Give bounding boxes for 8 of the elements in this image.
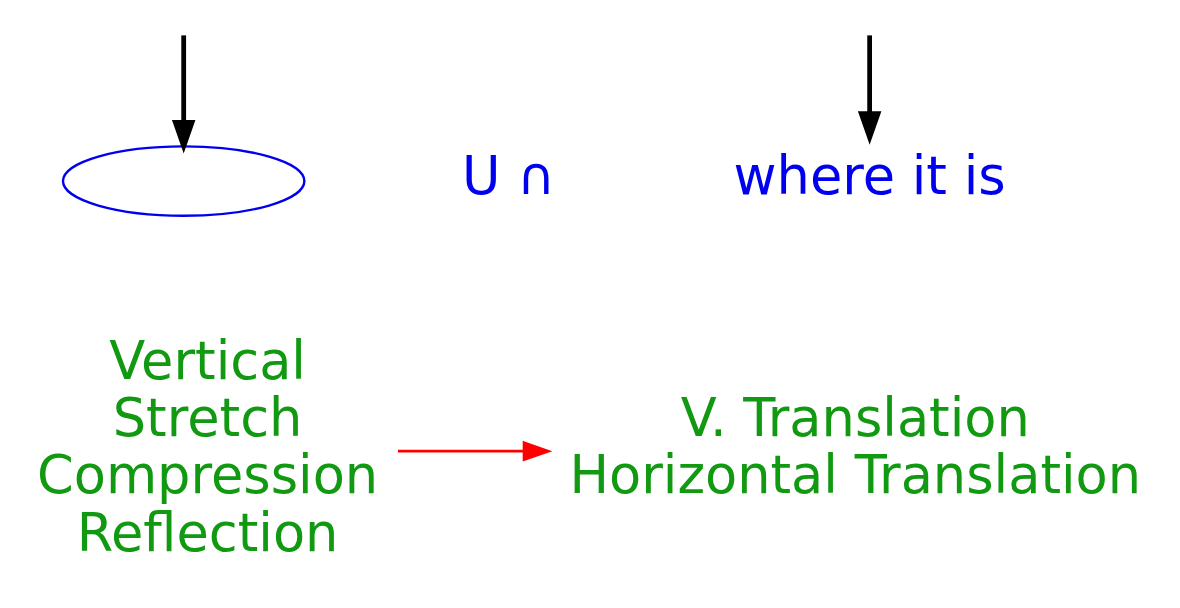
arrow bbox=[171, 34, 196, 154]
arrow bbox=[398, 440, 553, 462]
node-text: Vertical Stretch Compression Reflection bbox=[37, 329, 379, 563]
node-arc bbox=[61, 144, 306, 217]
node-text: where it is bbox=[733, 144, 1006, 206]
arrow bbox=[857, 34, 882, 145]
node-text: V. Translation Horizontal Translation bbox=[569, 386, 1142, 505]
label: U ∩ bbox=[461, 144, 556, 206]
